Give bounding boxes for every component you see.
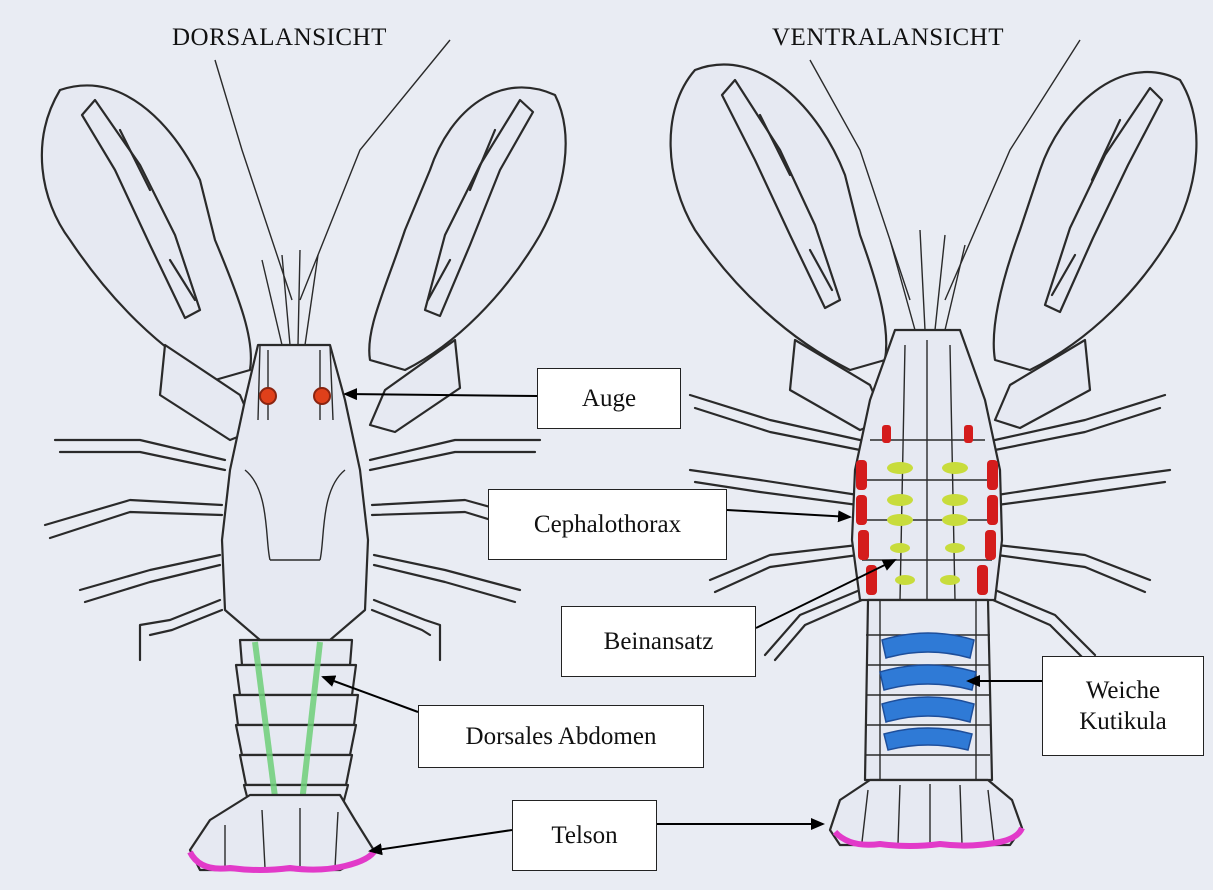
dorsal-right-eye [314,388,330,404]
arrow-telson-left [370,830,512,851]
label-auge: Auge [537,368,681,429]
ventral-right-claw [994,72,1197,428]
dorsal-abdomen [234,640,358,820]
ventral-telson [830,780,1022,846]
dorsal-telson [190,795,375,870]
ventral-left-claw [671,65,887,430]
dorsal-view-title: DORSALANSICHT [172,24,387,52]
dorsal-carapace [222,345,368,640]
ventral-abdomen [865,600,992,780]
dorsal-left-claw [42,86,255,440]
label-weiche-kutikula: Weiche Kutikula [1042,656,1204,756]
label-dorsales-abdomen: Dorsales Abdomen [418,705,704,768]
dorsal-left-eye [260,388,276,404]
arrow-cephalothorax [727,510,850,517]
label-cephalothorax: Cephalothorax [488,489,727,560]
label-telson: Telson [512,800,657,871]
arrow-auge [345,394,537,396]
ventral-view-title: VENTRALANSICHT [772,24,1004,52]
label-beinansatz: Beinansatz [561,606,756,677]
